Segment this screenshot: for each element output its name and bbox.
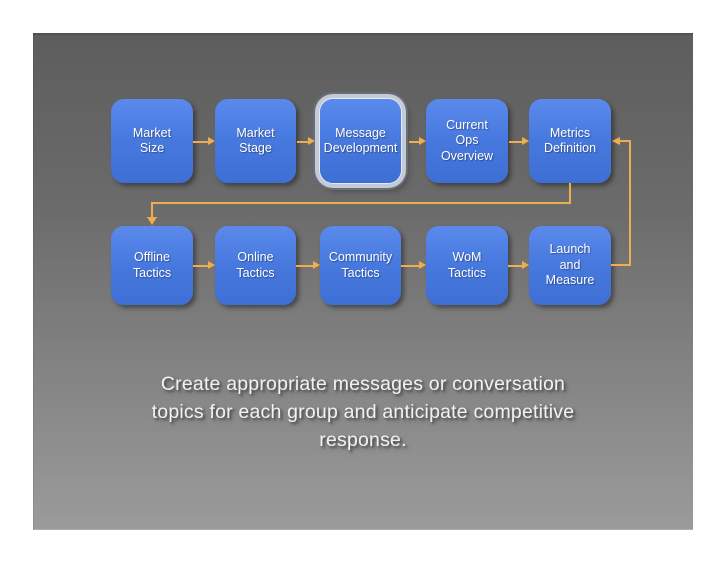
flow-box-current-ops-overview: Current Ops Overview (426, 99, 508, 183)
connector-line (151, 202, 153, 218)
arrow-right-icon (193, 137, 215, 146)
arrow-shaft (193, 140, 210, 143)
arrow-right-icon (297, 137, 315, 146)
arrow-left-icon (612, 136, 620, 145)
flow-box-launch-and-measure: Launch and Measure (529, 226, 611, 305)
flow-box-message-development-highlighted: Message Development (320, 99, 401, 183)
flow-box-online-tactics: Online Tactics (215, 226, 296, 305)
caption-text: Create appropriate messages or conversat… (73, 370, 653, 454)
arrow-shaft (193, 264, 210, 267)
connector-line (611, 264, 631, 266)
arrow-head (419, 137, 426, 145)
flow-box-community-tactics: Community Tactics (320, 226, 401, 305)
arrow-right-icon (509, 137, 529, 146)
arrow-right-icon (401, 261, 426, 270)
flow-box-market-stage: Market Stage (215, 99, 296, 183)
arrow-shaft (401, 264, 421, 267)
arrow-head (208, 261, 215, 269)
arrow-shaft (509, 140, 524, 143)
connector-line (151, 202, 571, 204)
arrow-shaft (409, 140, 421, 143)
presentation-slide: Market Size Market Stage Message Develop… (33, 33, 693, 530)
caption-line: Create appropriate messages or conversat… (160, 373, 566, 395)
arrow-head (313, 261, 320, 269)
arrow-shaft (296, 264, 315, 267)
arrow-head (522, 137, 529, 145)
arrow-shaft (297, 140, 310, 143)
caption-line: response. (319, 429, 407, 451)
arrow-shaft (508, 264, 524, 267)
flow-box-offline-tactics: Offline Tactics (111, 226, 193, 305)
arrow-down-icon (147, 217, 157, 225)
arrow-right-icon (296, 261, 320, 270)
connector-line (569, 183, 571, 204)
flow-box-market-size: Market Size (111, 99, 193, 183)
arrow-head (308, 137, 315, 145)
flow-box-metrics-definition: Metrics Definition (529, 99, 611, 183)
caption-line: topics for each group and anticipate com… (151, 401, 575, 423)
arrow-right-icon (193, 261, 215, 270)
flow-box-wom-tactics: WoM Tactics (426, 226, 508, 305)
connector-line (620, 140, 630, 142)
arrow-right-icon (409, 137, 426, 146)
arrow-right-icon (508, 261, 529, 270)
connector-line (629, 140, 631, 266)
arrow-head (208, 137, 215, 145)
arrow-head (522, 261, 529, 269)
arrow-head (419, 261, 426, 269)
